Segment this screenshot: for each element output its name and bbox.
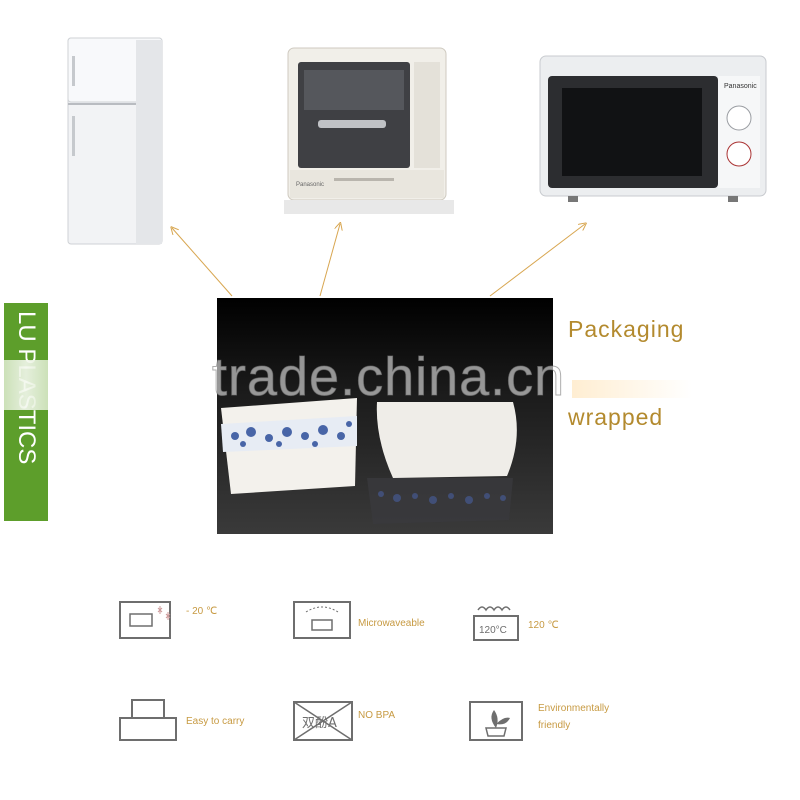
freezer-icon bbox=[119, 601, 171, 639]
product-photo bbox=[217, 298, 553, 534]
packaging-heading: Packaging bbox=[568, 316, 685, 342]
feature-label-carry: Easy to carry bbox=[186, 716, 245, 727]
carry-box-icon bbox=[119, 699, 177, 741]
no-bpa-badge: 双酚A bbox=[302, 716, 337, 731]
refrigerator-image bbox=[67, 37, 163, 245]
brand-tab: LU PLASTICS bbox=[4, 303, 48, 521]
feature-label-microwaveable: Microwaveable bbox=[358, 618, 425, 629]
wrapped-heading: wrapped bbox=[568, 404, 664, 430]
microwave-brand: Panasonic bbox=[724, 83, 757, 90]
brand-tab-overlay bbox=[4, 360, 48, 410]
fade-band bbox=[572, 380, 692, 398]
eco-icon bbox=[469, 701, 523, 741]
watermark: trade.china.cn bbox=[212, 347, 566, 408]
microwave-image: Panasonic bbox=[539, 55, 767, 202]
dishwasher-brand: Panasonic bbox=[296, 182, 324, 188]
dishwasher-image: Panasonic bbox=[284, 47, 454, 214]
no-bpa-icon: 双酚A bbox=[293, 701, 353, 741]
heat-badge: 120°C bbox=[479, 625, 507, 636]
feature-label-freezer: - 20 ℃ bbox=[186, 606, 218, 617]
microwave-icon bbox=[293, 601, 351, 639]
feature-label-heat: 120 ℃ bbox=[528, 620, 559, 631]
brand-tab-text: LU PLASTICS bbox=[6, 303, 46, 521]
heat-icon: 120°C bbox=[473, 606, 519, 641]
feature-label-eco: Environmentally friendly bbox=[538, 703, 610, 731]
food-containers-image bbox=[221, 398, 517, 524]
feature-label-no-bpa: NO BPA bbox=[358, 710, 396, 721]
